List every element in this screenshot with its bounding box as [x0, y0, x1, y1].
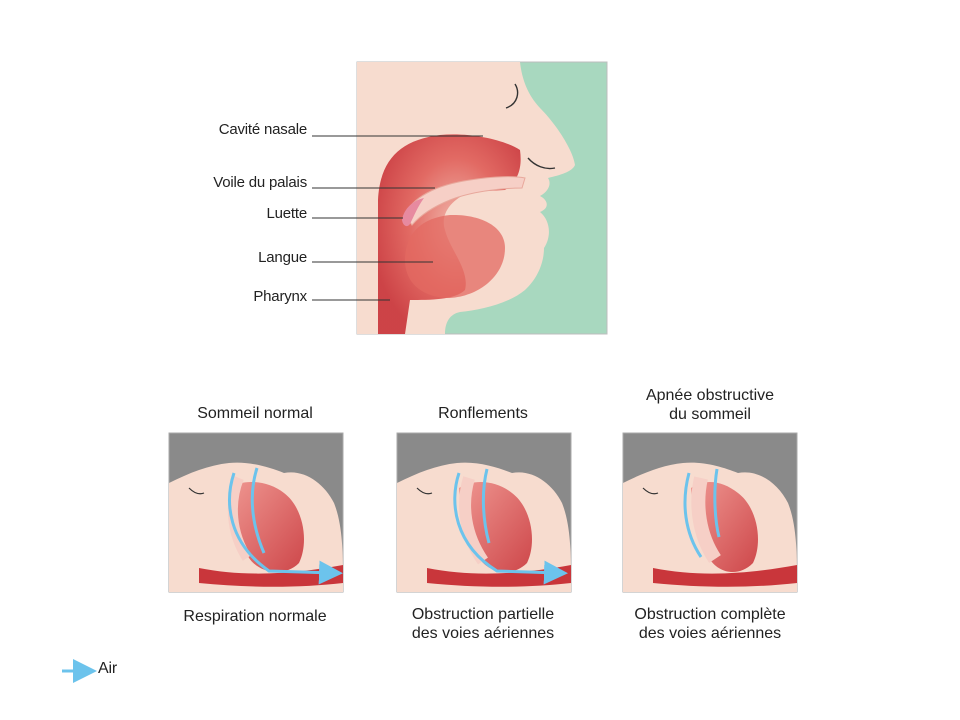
- nose-outline: [505, 83, 556, 170]
- tongue-shape: [405, 214, 505, 298]
- panel-caption-apnea: Obstruction complète des voies aériennes: [634, 606, 786, 642]
- uvula-shape: [402, 198, 424, 227]
- panel-normal: [168, 432, 344, 593]
- panel-title-snoring: Ronflements: [438, 405, 528, 422]
- label-pharynx: Pharynx: [253, 288, 307, 305]
- panel-title-normal: Sommeil normal: [197, 405, 313, 422]
- panel-caption-normal: Respiration normale: [183, 608, 327, 625]
- label-nasal-cavity: Cavité nasale: [218, 121, 307, 138]
- panel-snoring: [396, 432, 572, 593]
- label-tongue: Langue: [258, 249, 307, 266]
- label-soft-palate: Voile du palais: [213, 174, 307, 191]
- panel-title-apnea: Apnée obstructive du sommeil: [645, 387, 775, 423]
- label-uvula: Luette: [266, 205, 307, 222]
- panel-apnea: [622, 432, 798, 593]
- legend-air-label: Air: [98, 660, 117, 677]
- palate-shape: [404, 176, 526, 226]
- panel-caption-snoring: Obstruction partielle des voies aérienne…: [411, 606, 555, 642]
